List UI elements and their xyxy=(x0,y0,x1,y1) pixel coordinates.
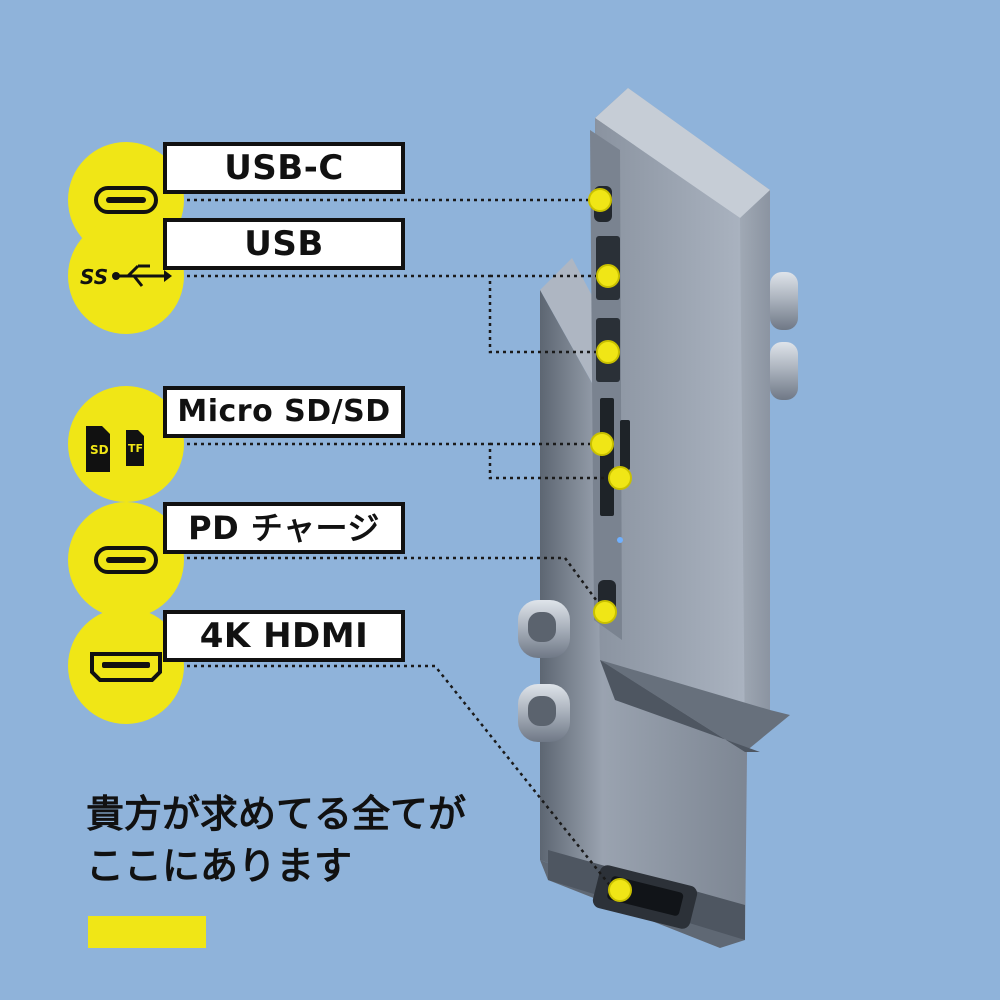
usb-label: USB xyxy=(163,218,405,270)
port-markers xyxy=(588,188,632,902)
hdmi-label: 4K HDMI xyxy=(163,610,405,662)
pd-charge-label: PD チャージ xyxy=(163,502,405,554)
tagline-line-2: ここにあります xyxy=(86,844,353,888)
svg-text:TF: TF xyxy=(128,442,143,455)
tagline-line-1: 貴方が求めてる全てが xyxy=(86,792,467,836)
hub-front-body xyxy=(590,88,790,752)
usb-c-label: USB-C xyxy=(163,142,405,194)
svg-text:SD: SD xyxy=(90,443,109,457)
usb-c-plugs-right xyxy=(770,272,798,400)
tagline: 貴方が求めてる全てが ここにあります xyxy=(86,788,526,892)
accent-bar xyxy=(88,916,206,948)
usb-c-plugs-left xyxy=(518,600,570,742)
leader-lines xyxy=(152,198,620,889)
micro-sd-label: Micro SD/SD xyxy=(163,386,405,438)
svg-text:SS: SS xyxy=(80,265,108,289)
